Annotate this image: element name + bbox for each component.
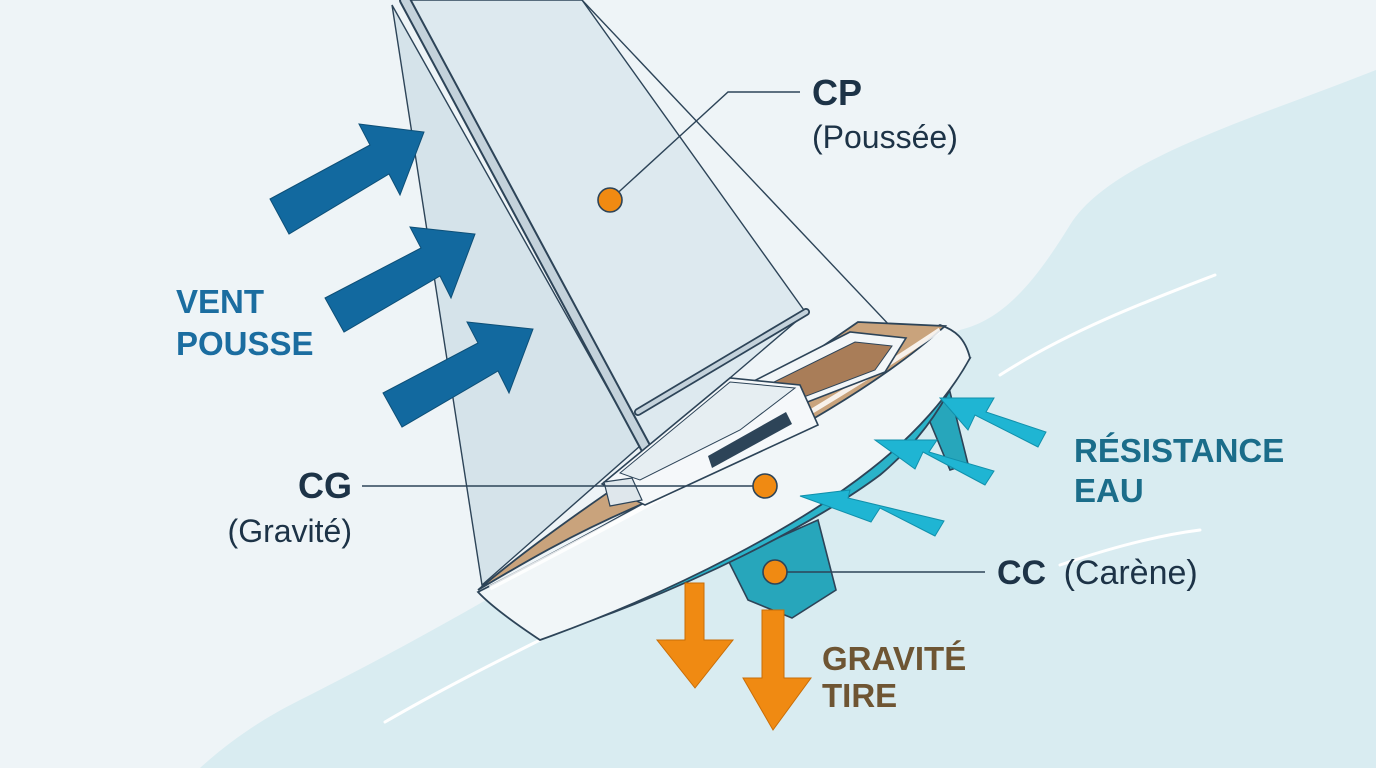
cg-point [752, 473, 778, 499]
wave-line [998, 273, 1217, 377]
water-area [200, 70, 1376, 768]
wave-line [383, 638, 542, 724]
cp-point [597, 187, 623, 213]
boom-highlight [635, 309, 809, 415]
wind-label-line2: POUSSE [176, 325, 314, 362]
gravity-label-line1: GRAVITÉ [822, 640, 966, 677]
cg-title: CG [298, 465, 352, 506]
cc-title: CC [997, 554, 1046, 592]
forestay [581, 0, 893, 329]
cabin-window [708, 412, 792, 468]
water-label-line2: EAU [1074, 472, 1144, 509]
wind-arrow [324, 226, 476, 333]
wind-arrow [382, 321, 534, 428]
wave-line [1058, 528, 1202, 567]
gravity-arrow [742, 609, 812, 731]
wind-label-line1: VENT [176, 283, 264, 320]
cabin-top [618, 381, 797, 481]
gravity-label-line2: TIRE [822, 677, 897, 714]
cc-subtitle: (Carène) [1064, 554, 1198, 592]
cc-point [762, 559, 788, 585]
gravity-arrows [655, 582, 812, 731]
gravity-arrow [655, 582, 735, 689]
hatch [603, 477, 643, 507]
water-label-line1: RÉSISTANCE [1074, 432, 1284, 469]
cc-label: CC (Carène) [997, 554, 1198, 592]
water-arrows [799, 397, 1047, 537]
cg-subtitle: (Gravité) [228, 513, 352, 549]
water-arrow [873, 439, 995, 486]
jib-sail [391, 4, 641, 587]
cp-leader-line [609, 91, 800, 201]
cp-subtitle: (Poussée) [812, 119, 958, 155]
wind-arrows [269, 123, 534, 428]
cp-title: CP [812, 72, 862, 113]
wind-arrow [269, 123, 425, 235]
water-arrow [938, 397, 1047, 448]
mast-highlight [401, 0, 652, 456]
water-arrow [799, 489, 945, 537]
